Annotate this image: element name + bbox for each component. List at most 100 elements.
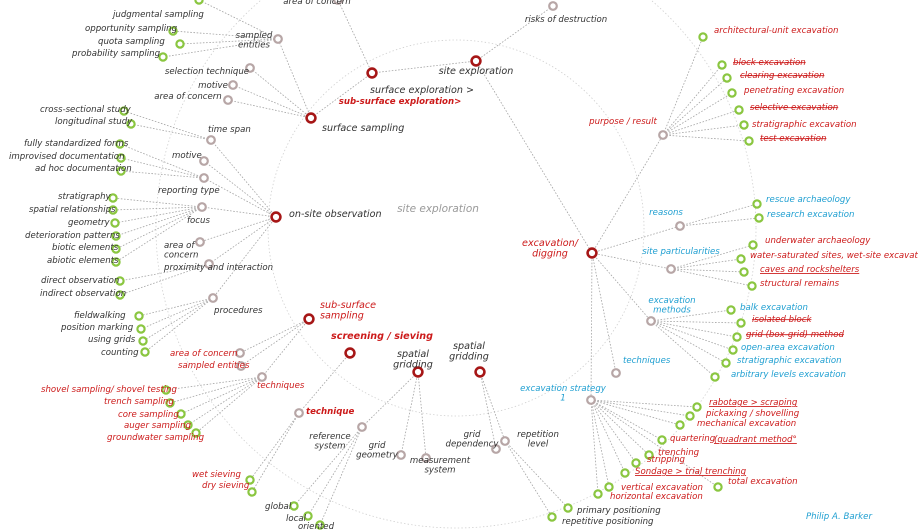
node-horizontal-excavation[interactable]: horizontal excavation: [593, 489, 703, 502]
node-selective-excavation[interactable]: selective excavation: [734, 103, 838, 115]
node-arbitrary-levels-excavation[interactable]: arbitrary levels excavation: [710, 370, 846, 382]
node-judgmental-sampling[interactable]: judgmental sampling: [112, 0, 204, 20]
node-total-excavation[interactable]: total excavation: [713, 477, 798, 492]
node-indirect-observation[interactable]: indirect observation: [40, 289, 126, 300]
node-reasons[interactable]: reasons: [649, 208, 685, 231]
node-motive[interactable]: motive: [198, 80, 238, 91]
node-stratigraphy[interactable]: stratigraphy: [58, 192, 118, 203]
node-primary-positioning[interactable]: primary positioning: [563, 503, 661, 516]
node-quartering[interactable]: quartering: [657, 434, 716, 445]
node-dry-sieving[interactable]: dry sieving: [202, 481, 257, 497]
node-open-area-excavation[interactable]: open-area excavation: [728, 343, 835, 355]
node-structural-remains[interactable]: structural remains: [747, 279, 840, 291]
node-area-of-concern[interactable]: area of concern: [154, 92, 233, 105]
node-test-excavation[interactable]: test excavation: [744, 134, 826, 146]
node-wet-sieving[interactable]: wet sieving: [192, 470, 255, 485]
node-area-of-concern[interactable]: area of concern: [170, 348, 245, 359]
node-local[interactable]: local: [286, 511, 313, 524]
node-biotic-elements[interactable]: biotic elements: [52, 243, 121, 254]
node-motive[interactable]: motive: [172, 151, 209, 166]
node-focus[interactable]: focus: [187, 202, 210, 226]
node-risks-of-destruction[interactable]: risks of destruction: [525, 1, 607, 25]
node-abiotic-elements[interactable]: abiotic elements: [47, 256, 121, 267]
node-clearing-excavation[interactable]: clearing excavation: [722, 71, 824, 83]
node-selection-technique[interactable]: selection technique: [165, 63, 255, 77]
node-quadrant-method[interactable]: (quadrant method°: [714, 435, 797, 445]
node-surface-sampling[interactable]: surface sampling: [305, 112, 405, 134]
node-on-site-observation[interactable]: on-site observation: [270, 209, 382, 223]
node-stratigraphic-excavation[interactable]: stratigraphic excavation: [739, 120, 857, 130]
node-procedures[interactable]: procedures: [208, 293, 263, 316]
node-purpose-result[interactable]: purpose / result: [588, 117, 668, 140]
node-block-excavation[interactable]: block excavation: [717, 58, 806, 70]
node-shovel-sampling-shovel-testing[interactable]: shovel sampling/ shovel testing: [41, 385, 178, 395]
node-ad-hoc-documentation[interactable]: ad hoc documentation: [35, 164, 132, 176]
node-trench-sampling[interactable]: trench sampling: [104, 397, 175, 408]
node-trenching[interactable]: trenching: [644, 448, 700, 460]
node-stripping[interactable]: stripping: [631, 455, 686, 468]
node-auger-sampling[interactable]: auger sampling: [124, 420, 193, 431]
node-sondage-trial-trenching[interactable]: Sondage > trial trenching: [620, 467, 747, 478]
node-cross-sectional-study[interactable]: cross-sectional study: [40, 105, 132, 116]
node-pickaxing-shovelling[interactable]: pickaxing / shovelling: [685, 409, 800, 421]
node-rescue-archaeology[interactable]: rescue archaeology: [752, 195, 851, 209]
node-grid-box-grid-method[interactable]: grid (box-grid) method: [732, 330, 844, 342]
node-quota-sampling[interactable]: quota sampling: [98, 37, 185, 49]
node-position-marking[interactable]: position marking: [60, 323, 146, 334]
node-technique[interactable]: technique: [294, 407, 354, 418]
node-balk-excavation[interactable]: balk excavation: [726, 303, 808, 315]
node-spatial-relationships[interactable]: spatial relationships: [29, 205, 118, 215]
node-using-grids[interactable]: using grids: [88, 335, 148, 346]
node-site-exploration[interactable]: site exploration: [439, 55, 514, 77]
node-sub-surface-exploration[interactable]: sub-surface exploration>: [339, 97, 462, 107]
node-direct-observation[interactable]: direct observation: [41, 276, 125, 286]
node-sampled-entities[interactable]: sampled entities: [178, 361, 250, 371]
node-groundwater-sampling[interactable]: groundwater sampling: [107, 428, 205, 443]
node-reporting-type[interactable]: reporting type: [158, 173, 220, 196]
node-research-excavation[interactable]: research excavation: [754, 210, 854, 223]
node-underwater-archaeology[interactable]: underwater archaeology: [748, 236, 871, 250]
node-core-sampling[interactable]: core sampling: [118, 409, 186, 420]
node-fully-standardized-forms[interactable]: fully standardized forms: [24, 139, 129, 149]
node-stratigraphic-excavation[interactable]: stratigraphic excavation: [721, 356, 842, 368]
node-opportunity-sampling[interactable]: opportunity sampling: [85, 24, 178, 36]
node-improvised-documentation[interactable]: improvised documentation: [9, 152, 126, 163]
node-longitudinal-study[interactable]: longitudinal study: [55, 117, 136, 129]
node-surface-exploration[interactable]: surface exploration >: [366, 67, 474, 96]
node-caves-and-rockshelters[interactable]: caves and rockshelters: [739, 265, 860, 277]
node-screening-sieving[interactable]: screening / sieving: [331, 331, 433, 359]
node-rabotage-scraping[interactable]: rabotage > scraping: [692, 398, 798, 412]
node-geometry[interactable]: geometry: [68, 218, 120, 228]
node-mechanical-excavation[interactable]: mechanical excavation: [675, 419, 796, 430]
node-area-of-concern[interactable]: area of concern: [283, 0, 351, 7]
node-water-saturated-sites-wet-site-excavation[interactable]: water-saturated sites, wet-site excavati…: [736, 251, 918, 264]
node-techniques[interactable]: techniques: [257, 372, 305, 391]
node-architectural-unit-excavation[interactable]: architectural-unit excavation: [698, 26, 838, 42]
node-probability-sampling[interactable]: probability sampling: [71, 49, 168, 62]
node-vertical-excavation[interactable]: vertical excavation: [604, 482, 703, 493]
node-deterioration-patterns[interactable]: deterioration patterns: [25, 231, 121, 241]
node-oriented[interactable]: oriented: [298, 520, 335, 530]
node-site-particularities[interactable]: site particularities: [642, 247, 720, 274]
node-proximity-and-interaction[interactable]: proximity and interaction: [163, 259, 273, 273]
node-repetitive-positioning[interactable]: repetitive positioning: [547, 512, 654, 527]
node-global[interactable]: global: [265, 501, 299, 512]
node-excavation-digging[interactable]: excavation/digging: [522, 238, 598, 260]
node-time-span[interactable]: time span: [206, 125, 251, 145]
node-techniques[interactable]: techniques: [611, 356, 671, 378]
node-counting[interactable]: counting: [101, 347, 150, 358]
node-isolated-block[interactable]: isolated block: [736, 315, 812, 328]
node-penetrating-excavation[interactable]: penetrating excavation: [727, 86, 844, 98]
